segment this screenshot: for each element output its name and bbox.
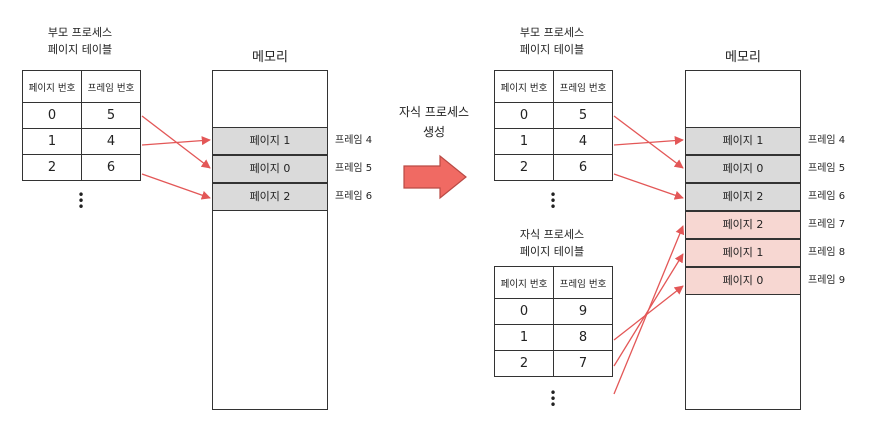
ellipsis-dots: ••• [549, 386, 557, 412]
arrow-caption-line-2: 생성 [422, 125, 446, 139]
left-caption-line-2: 페이지 테이블 [47, 43, 113, 56]
cell: 2 [494, 154, 554, 181]
cell: 7 [553, 350, 613, 377]
memory-slot: 페이지 0 [213, 155, 327, 183]
caption-line: 자식 프로세스 [519, 228, 585, 241]
cell: 9 [553, 298, 613, 325]
child-table-caption: 자식 프로세스 페이지 테이블 [494, 226, 610, 260]
frame-label: 프레임 5 [335, 163, 373, 174]
memory-slot: 페이지 1 [686, 239, 800, 267]
caption-line: 부모 프로세스 [519, 26, 585, 39]
left-memory-block: 페이지 1 페이지 0 페이지 2 [212, 70, 328, 410]
big-right-arrow-icon [403, 154, 467, 200]
memory-slot: 페이지 2 [686, 183, 800, 211]
frame-label: 프레임 4 [808, 135, 846, 146]
frame-label: 프레임 8 [808, 247, 846, 258]
header-frame-number: 프레임 번호 [81, 70, 141, 103]
table-row: 1 8 [494, 324, 613, 351]
cell: 2 [22, 154, 82, 181]
cell: 6 [81, 154, 141, 181]
frame-label: 프레임 4 [335, 135, 373, 146]
ellipsis-dots: ••• [549, 188, 557, 214]
header-frame-number: 프레임 번호 [553, 70, 613, 103]
caption-line: 페이지 테이블 [519, 43, 585, 56]
caption-line: 페이지 테이블 [519, 245, 585, 258]
arrow-parent-page2-to-frame6 [613, 173, 684, 200]
header-page-number: 페이지 번호 [22, 70, 82, 103]
arrow-caption-line-1: 자식 프로세스 [398, 105, 470, 119]
frame-label: 프레임 7 [808, 219, 846, 230]
memory-slot: 페이지 1 [686, 127, 800, 155]
left-caption-line-1: 부모 프로세스 [47, 26, 113, 39]
frame-label: 프레임 6 [335, 191, 373, 202]
left-memory-title: 메모리 [252, 50, 288, 65]
child-page-table: 페이지 번호 프레임 번호 0 9 1 8 2 7 [494, 266, 613, 377]
memory-slot: 페이지 0 [686, 155, 800, 183]
arrow-page1-to-frame4 [141, 136, 211, 146]
ellipsis-dots: ••• [77, 188, 85, 214]
memory-slot: 페이지 2 [213, 183, 327, 211]
cell: 2 [494, 350, 554, 377]
table-row: 2 6 [494, 154, 613, 181]
arrow-child-page0-to-frame9 [613, 285, 684, 341]
table-row: 2 6 [22, 154, 141, 181]
memory-slot: 페이지 1 [213, 127, 327, 155]
cell: 8 [553, 324, 613, 351]
header-page-number: 페이지 번호 [494, 266, 554, 299]
cell: 4 [81, 128, 141, 155]
cell: 6 [553, 154, 613, 181]
frame-label: 프레임 5 [808, 163, 846, 174]
right-parent-caption: 부모 프로세스 페이지 테이블 [494, 24, 610, 58]
arrow-parent-page1-to-frame4 [613, 136, 684, 146]
right-memory-title: 메모리 [725, 50, 761, 65]
table-row: 2 7 [494, 350, 613, 377]
arrow-child-page2-to-frame7 [613, 225, 685, 395]
arrow-page2-to-frame6 [141, 173, 211, 200]
frame-label: 프레임 9 [808, 275, 846, 286]
right-memory-block: 페이지 1 페이지 0 페이지 2 페이지 2 페이지 1 페이지 0 [685, 70, 801, 410]
table-row: 0 9 [494, 298, 613, 325]
parent-page-table: 페이지 번호 프레임 번호 0 5 1 4 2 6 [22, 70, 141, 181]
frame-label: 프레임 6 [808, 191, 846, 202]
arrow-caption: 자식 프로세스 생성 [384, 102, 484, 142]
memory-slot: 페이지 2 [686, 211, 800, 239]
memory-slot: 페이지 0 [686, 267, 800, 295]
left-table-caption: 부모 프로세스 페이지 테이블 [22, 24, 138, 58]
parent-page-table-copy: 페이지 번호 프레임 번호 0 5 1 4 2 6 [494, 70, 613, 181]
